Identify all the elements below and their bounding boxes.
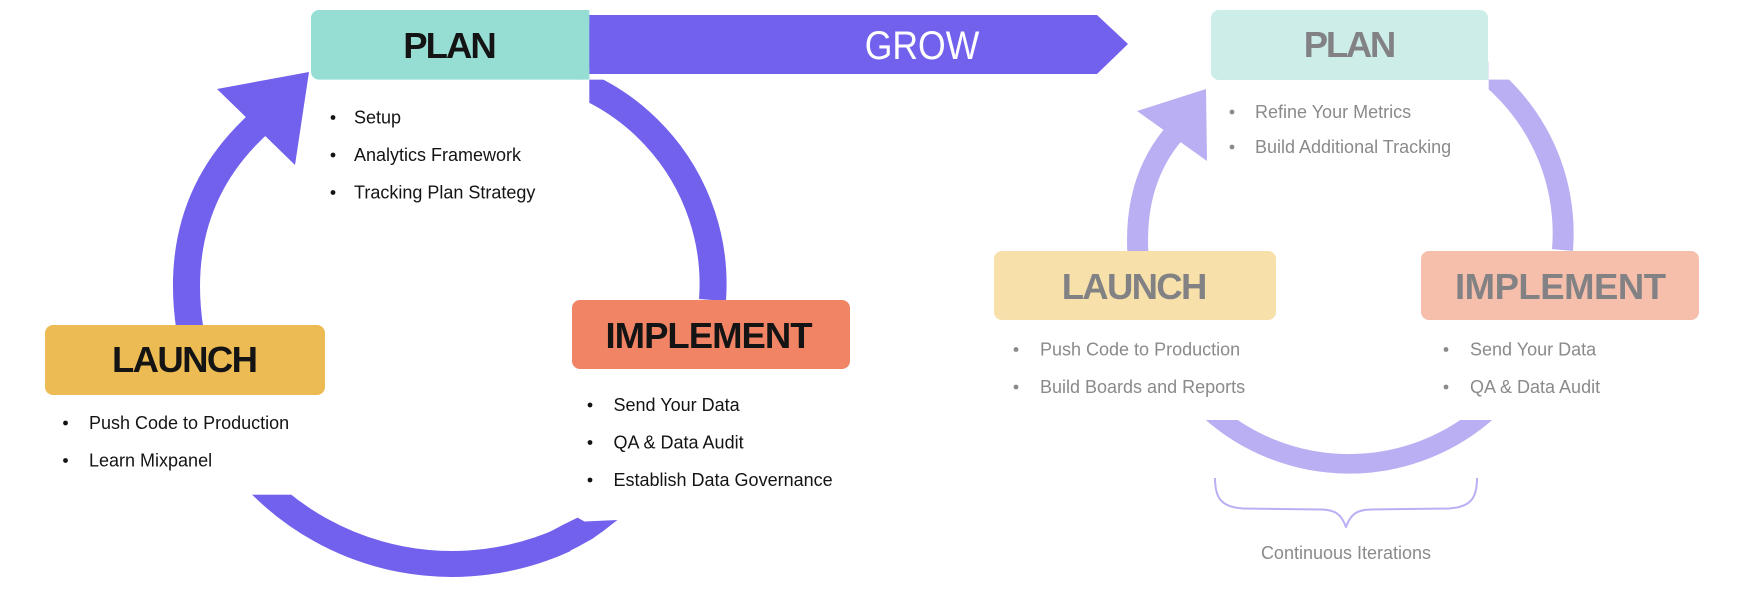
svg-text:GROW: GROW [865, 24, 980, 68]
svg-text:PLAN: PLAN [403, 25, 497, 66]
svg-text:Tracking Plan Strategy: Tracking Plan Strategy [354, 183, 535, 203]
svg-text:Establish Data Governance: Establish Data Governance [614, 470, 833, 490]
svg-text:LAUNCH: LAUNCH [112, 339, 258, 380]
svg-text:Refine Your Metrics: Refine Your Metrics [1255, 102, 1411, 122]
svg-text:Analytics Framework: Analytics Framework [354, 145, 522, 165]
svg-text:Send Your Data: Send Your Data [614, 395, 741, 415]
svg-text:IMPLEMENT: IMPLEMENT [606, 315, 813, 356]
svg-text:Learn Mixpanel: Learn Mixpanel [89, 451, 212, 471]
svg-text:Push Code to Production: Push Code to Production [1040, 340, 1240, 360]
svg-text:QA & Data Audit: QA & Data Audit [1470, 377, 1600, 397]
svg-text:Setup: Setup [354, 108, 401, 128]
svg-text:IMPLEMENT: IMPLEMENT [1455, 266, 1666, 307]
svg-text:PLAN: PLAN [1304, 24, 1397, 65]
svg-text:Continuous Iterations: Continuous Iterations [1261, 543, 1431, 563]
svg-text:Push Code to Production: Push Code to Production [89, 413, 289, 433]
svg-text:Build Additional Tracking: Build Additional Tracking [1255, 137, 1451, 157]
svg-text:QA & Data Audit: QA & Data Audit [614, 433, 744, 453]
svg-text:LAUNCH: LAUNCH [1062, 266, 1208, 307]
svg-text:Build Boards and Reports: Build Boards and Reports [1040, 377, 1245, 397]
svg-text:Send Your Data: Send Your Data [1470, 340, 1597, 360]
